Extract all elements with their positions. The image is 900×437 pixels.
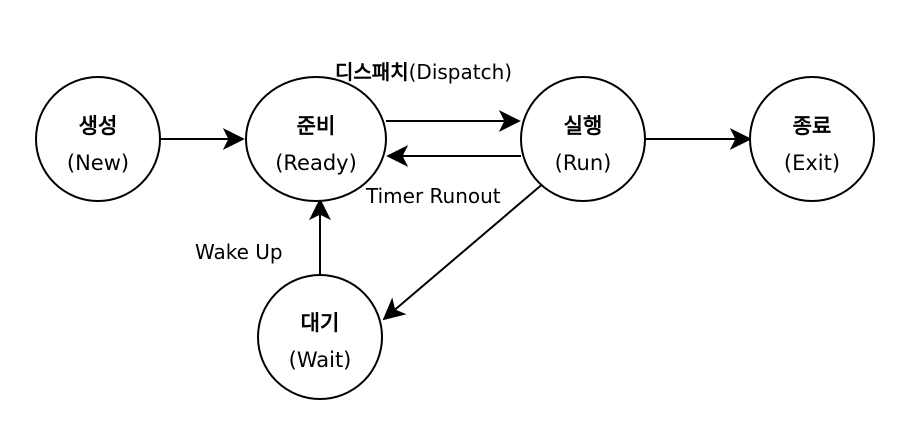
state-run-ko: 실행 [564,114,603,138]
state-wait-ko: 대기 [301,311,340,335]
edge-run-to-wait [382,181,546,321]
state-wait-en: (Wait) [289,348,352,372]
state-ready-ko: 준비 [297,114,336,138]
label-timer-runout: Timer Runout [365,184,501,208]
label-dispatch-en: (Dispatch) [409,60,512,84]
state-ready: 준비 (Ready) [245,76,387,202]
state-exit-en: (Exit) [784,151,840,175]
state-exit-ko: 종료 [793,114,832,138]
state-run-en: (Run) [555,151,612,175]
state-run: 실행 (Run) [520,76,646,202]
state-new-ko: 생성 [79,114,118,138]
state-new-en: (New) [67,151,129,175]
label-dispatch: 디스패치(Dispatch) [335,60,512,84]
state-wait: 대기 (Wait) [257,274,383,400]
state-new: 생성 (New) [35,76,161,202]
label-dispatch-ko: 디스패치 [335,60,409,84]
state-exit: 종료 (Exit) [749,76,875,202]
label-wake-up: Wake Up [195,240,283,264]
state-ready-en: (Ready) [275,151,357,175]
